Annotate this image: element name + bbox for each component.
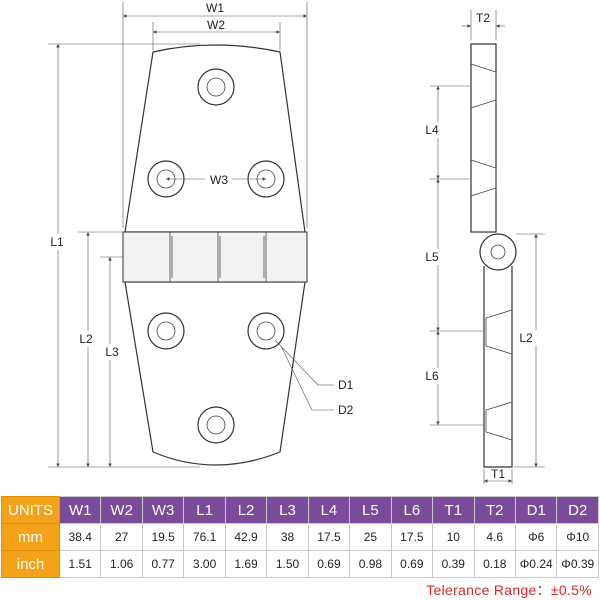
screw-hole xyxy=(247,312,285,350)
table-cell: 0.39 xyxy=(432,550,475,578)
table-cell: 38 xyxy=(266,523,309,551)
tolerance-note: Telerance Range：±0.5% xyxy=(426,582,592,598)
label-l5: L5 xyxy=(425,250,439,264)
knuckle-band xyxy=(122,231,308,283)
units-header-cell: UNITS xyxy=(1,496,60,524)
column-header: W3 xyxy=(141,496,185,524)
table-cell: 1.69 xyxy=(224,550,268,578)
table-header-row: UNITS W1 W2 W3 L1 L2 L3 L4 L5 L6 T1 T2 D… xyxy=(1,496,599,524)
column-header: W1 xyxy=(58,496,102,524)
hinge-side-view: T2 L4 L5 L6 L2 xyxy=(424,10,545,484)
table-row-mm: mm 38.4 27 19.5 76.1 42.9 38 17.5 25 17.… xyxy=(1,523,599,551)
table-cell: 0.18 xyxy=(473,550,516,578)
label-d1: D1 xyxy=(338,378,354,392)
table-cell: 0.69 xyxy=(307,550,351,578)
table-cell: 76.1 xyxy=(183,523,226,551)
table-cell: 3.00 xyxy=(183,550,226,578)
table-cell: 1.50 xyxy=(266,550,309,578)
table-cell: 0.98 xyxy=(349,550,392,578)
hinge-technical-drawing: W1 W2 W3 L1 L2 L3 D1 D2 xyxy=(46,1,545,484)
table-cell: 1.06 xyxy=(100,550,143,578)
screw-hole xyxy=(197,68,235,106)
table-cell: 0.69 xyxy=(390,550,434,578)
label-l6: L6 xyxy=(425,369,439,383)
lower-leaf-outline xyxy=(124,281,306,466)
table-cell: 1.51 xyxy=(58,550,102,578)
label-l1: L1 xyxy=(50,235,64,249)
unit-label-cell: inch xyxy=(1,550,60,578)
column-header: L3 xyxy=(266,496,309,524)
table-cell: 42.9 xyxy=(224,523,268,551)
column-header: D2 xyxy=(556,496,599,524)
side-upper-plate xyxy=(470,43,497,233)
table-cell: Φ0.39 xyxy=(556,550,599,578)
label-l2: L2 xyxy=(79,332,93,346)
column-header: W2 xyxy=(100,496,143,524)
screw-hole xyxy=(197,406,235,444)
table-cell: Φ10 xyxy=(556,523,599,551)
upper-leaf-outline xyxy=(124,44,306,233)
table-cell: 19.5 xyxy=(141,523,185,551)
side-lower-plate xyxy=(483,266,513,468)
screw-hole xyxy=(147,312,185,350)
table-cell: 0.77 xyxy=(141,550,185,578)
column-header: L2 xyxy=(224,496,268,524)
column-header: L6 xyxy=(390,496,434,524)
column-header: D1 xyxy=(514,496,558,524)
column-header: T1 xyxy=(432,496,475,524)
label-l4: L4 xyxy=(425,123,439,137)
table-row-inch: inch 1.51 1.06 0.77 3.00 1.69 1.50 0.69 … xyxy=(1,550,599,578)
table-cell: 17.5 xyxy=(307,523,351,551)
column-header: L4 xyxy=(307,496,351,524)
label-t1: T1 xyxy=(491,467,505,481)
label-w2: W2 xyxy=(207,18,225,32)
unit-label-cell: mm xyxy=(1,523,60,551)
label-w1: W1 xyxy=(206,1,224,15)
label-w3: W3 xyxy=(210,173,228,187)
column-header: L5 xyxy=(349,496,392,524)
table-cell: Φ6 xyxy=(514,523,558,551)
hinge-front-view: W1 W2 W3 L1 L2 L3 D1 D2 xyxy=(46,1,354,468)
column-header: L1 xyxy=(183,496,226,524)
side-knuckle xyxy=(479,233,517,271)
table-cell: 27 xyxy=(100,523,143,551)
table-cell: 4.6 xyxy=(473,523,516,551)
table-cell: 38.4 xyxy=(58,523,102,551)
label-t2: T2 xyxy=(476,11,490,25)
label-l3: L3 xyxy=(105,345,119,359)
table-cell: 17.5 xyxy=(390,523,434,551)
label-d2: D2 xyxy=(338,403,354,417)
table-cell: Φ0.24 xyxy=(514,550,558,578)
table-cell: 10 xyxy=(432,523,475,551)
dimension-spec-table: UNITS W1 W2 W3 L1 L2 L3 L4 L5 L6 T1 T2 D… xyxy=(1,496,599,578)
column-header: T2 xyxy=(473,496,516,524)
table-cell: 25 xyxy=(349,523,392,551)
label-side-l2: L2 xyxy=(519,331,533,345)
